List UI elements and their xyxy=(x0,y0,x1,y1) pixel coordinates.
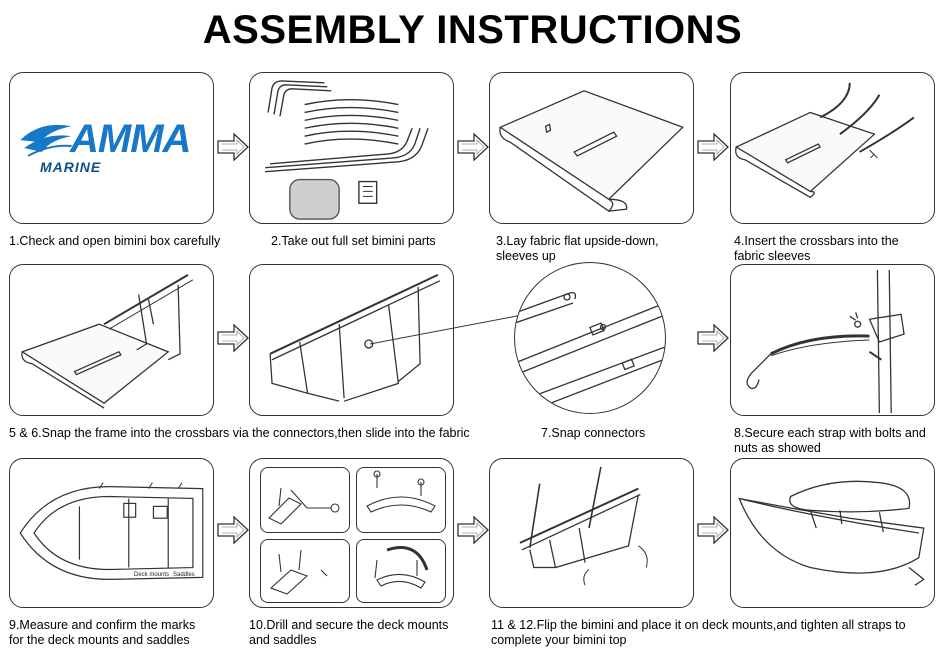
step-10-caption: 10.Drill and secure the deck mounts and … xyxy=(249,618,449,647)
brand-logo: AMMA xyxy=(70,117,191,161)
fabric-flat-illustration xyxy=(498,90,684,212)
arrow-right-icon xyxy=(696,132,730,162)
arrow-right-icon xyxy=(456,515,490,545)
step-5-panel xyxy=(9,264,214,416)
step-4-panel xyxy=(730,72,935,224)
step-2-caption: 2.Take out full set bimini parts xyxy=(271,234,436,248)
flip-bimini-illustration xyxy=(519,466,648,586)
step-6-panel xyxy=(249,264,454,416)
detail-saddle-a xyxy=(356,467,446,533)
arrow-right-icon xyxy=(216,515,250,545)
step-7-caption: 7.Snap connectors xyxy=(541,426,646,440)
arrow-right-icon xyxy=(696,323,730,353)
arrow-right-icon xyxy=(456,132,490,162)
detail-deck-mount-a xyxy=(260,467,350,533)
step-9-panel: Deck mounts Saddles xyxy=(9,458,214,608)
step-10-panel xyxy=(249,458,454,608)
step-9-caption: 9.Measure and confirm the marks for the … xyxy=(9,618,196,647)
frame-assembly-illustration xyxy=(269,273,441,402)
bimini-parts-illustration xyxy=(265,80,429,220)
deck-mounts-label: Deck mounts xyxy=(134,572,170,578)
arrow-right-icon xyxy=(216,323,250,353)
step-8-panel xyxy=(730,264,935,416)
step-11-panel xyxy=(489,458,694,608)
connector-leader-line xyxy=(370,311,539,345)
completed-boat-illustration xyxy=(738,480,925,586)
snap-connector-illustration xyxy=(515,291,665,413)
step-11-12-caption: 11 & 12.Flip the bimini and place it on … xyxy=(491,618,906,647)
step-4-caption: 4.Insert the crossbars into the fabric s… xyxy=(734,234,899,263)
frame-crossbar-illustration xyxy=(20,274,194,409)
step-3-caption: 3.Lay fabric flat upside-down, sleeves u… xyxy=(496,234,659,263)
arrow-right-icon xyxy=(696,515,730,545)
strap-bolt-illustration xyxy=(746,269,905,414)
step-5-6-caption: 5 & 6.Snap the frame into the crossbars … xyxy=(9,426,470,440)
boat-topview-illustration xyxy=(19,482,204,580)
step-2-panel xyxy=(249,72,454,224)
detail-saddle-b xyxy=(356,539,446,603)
step-1-panel: AMMA MARINE xyxy=(9,72,214,224)
arrow-right-icon xyxy=(216,132,250,162)
step-1-caption: 1.Check and open bimini box carefully xyxy=(9,234,221,248)
step-3-panel xyxy=(489,72,694,224)
saddles-label: Saddles xyxy=(173,572,195,578)
brand-sub: MARINE xyxy=(40,159,102,175)
step-12-panel xyxy=(730,458,935,608)
page-title: ASSEMBLY INSTRUCTIONS xyxy=(202,8,743,52)
step-8-caption: 8.Secure each strap with bolts and nuts … xyxy=(734,426,926,455)
detail-deck-mount-b xyxy=(260,539,350,603)
logo-swoosh-icon xyxy=(20,124,72,157)
insert-crossbars-illustration xyxy=(734,82,915,199)
step-7-detail-circle xyxy=(514,262,666,414)
